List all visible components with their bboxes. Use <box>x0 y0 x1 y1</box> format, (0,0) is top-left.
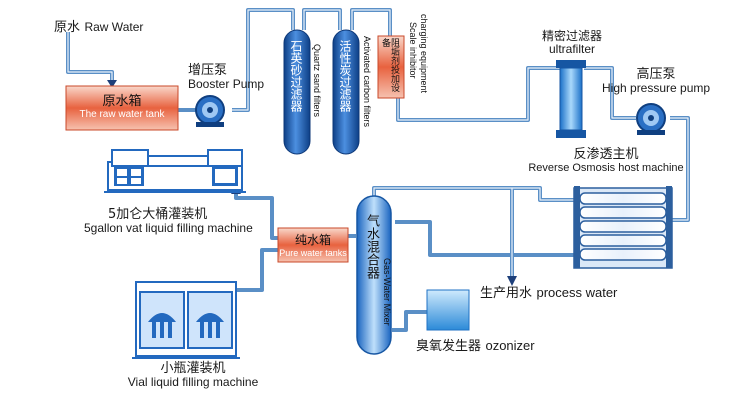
pure-tank-label: 纯水箱 Pure water tanks <box>278 231 348 258</box>
booster-pump-cn: 增压泵 <box>188 63 228 78</box>
raw-tank-label: 原水箱 The raw water tank <box>66 90 178 120</box>
pipe-ro-to-mixer <box>372 186 578 208</box>
gallon-filling-machine <box>104 149 246 193</box>
scale-inhibitor-equipment <box>377 35 405 99</box>
quartz-filter-en: Quartz sand filters <box>311 44 322 118</box>
pipe-ro-lower <box>395 220 578 257</box>
arrow-raw-down <box>107 80 117 88</box>
mixer-cn: 气水混合器 <box>364 214 379 279</box>
raw-water-tank <box>65 85 179 131</box>
raw-tank-en: The raw water tank <box>79 109 165 120</box>
pipe-ozonizer-to-mixer <box>392 310 427 332</box>
ultrafilter-vessel <box>556 60 586 138</box>
ozonizer-unit <box>426 289 470 331</box>
quartz-sand-filter <box>283 29 311 155</box>
gallon-machine-label: 5加仑大桶灌装机 5gallon vat liquid filling mach… <box>84 207 253 236</box>
vial-machine-label: 小瓶灌装机 Vial liquid filling machine <box>118 361 268 390</box>
ozonizer-label: 臭氧发生器 ozonizer <box>416 337 535 355</box>
pure-tank-cn: 纯水箱 <box>294 233 331 247</box>
raw-tank-cn: 原水箱 <box>102 94 142 109</box>
process-water-cn: 生产用水 <box>480 286 533 301</box>
pipe-highlights <box>67 9 689 278</box>
carbon-filter-en: Activated carbon filters <box>361 36 372 128</box>
arrow-process-down <box>507 276 517 286</box>
ro-host-label: 反渗透主机 Reverse Osmosis host machine <box>516 147 696 175</box>
ultrafilter-label: 精密过滤器 ultrafilter <box>534 29 610 57</box>
scale-inhibitor-en-line2: charging equipment <box>418 14 429 94</box>
high-pressure-pump-icon <box>636 103 666 135</box>
pure-tank-en: Pure water tanks <box>279 248 347 258</box>
pipe-raw-inlet <box>66 32 114 84</box>
activated-carbon-filter <box>332 29 360 155</box>
scale-inhibitor-cn: 阻垢剂投加设备 <box>380 38 399 92</box>
raw-water-cn: 原水 <box>54 20 81 35</box>
raw-water-label: 原水 Raw Water <box>54 18 143 36</box>
process-water-label: 生产用水 process water <box>480 284 617 302</box>
ozonizer-en: ozonizer <box>485 338 535 353</box>
ultrafilter-en: ultrafilter <box>548 42 595 57</box>
hp-pump-label: 高压泵 High pressure pump <box>602 67 711 96</box>
vial-machine-cn: 小瓶灌装机 <box>160 361 226 376</box>
booster-pump-icon <box>195 95 225 127</box>
vial-machine-en: Vial liquid filling machine <box>127 375 259 390</box>
ultrafilter-cn: 精密过滤器 <box>541 29 602 43</box>
booster-pump-label: 增压泵 Booster Pump <box>188 63 265 92</box>
scale-inhibitor-en-line1: Scale inhibitor <box>407 22 418 79</box>
pipe-quartz-to-carbon <box>302 8 342 30</box>
mixer-en: Gas-Water Mixer <box>381 258 392 326</box>
quartz-filter-cn: 石英砂过滤器 <box>289 40 303 112</box>
hp-pump-cn: 高压泵 <box>636 67 676 82</box>
booster-pump-en: Booster Pump <box>188 77 265 92</box>
pure-water-tank <box>277 227 349 263</box>
ozonizer-cn: 臭氧发生器 <box>416 339 482 354</box>
ro-host-en: Reverse Osmosis host machine <box>528 162 684 175</box>
pipe-pure-to-vial <box>236 248 280 292</box>
ro-host-machine <box>573 186 673 269</box>
process-water-en: process water <box>536 285 618 300</box>
pipe-pure-to-gallon <box>234 192 280 240</box>
hp-pump-en: High pressure pump <box>602 81 711 96</box>
vial-filling-machine <box>132 281 240 359</box>
gas-water-mixer-vessel <box>356 195 392 355</box>
gallon-machine-en: 5gallon vat liquid filling machine <box>84 221 253 236</box>
gallon-machine-cn: 5加仑大桶灌装机 <box>108 207 208 222</box>
pipe-carbon-to-scale <box>350 8 392 36</box>
carbon-filter-cn: 活性炭过滤器 <box>338 40 352 112</box>
raw-water-en: Raw Water <box>84 20 144 34</box>
ro-host-cn: 反渗透主机 <box>573 147 639 162</box>
